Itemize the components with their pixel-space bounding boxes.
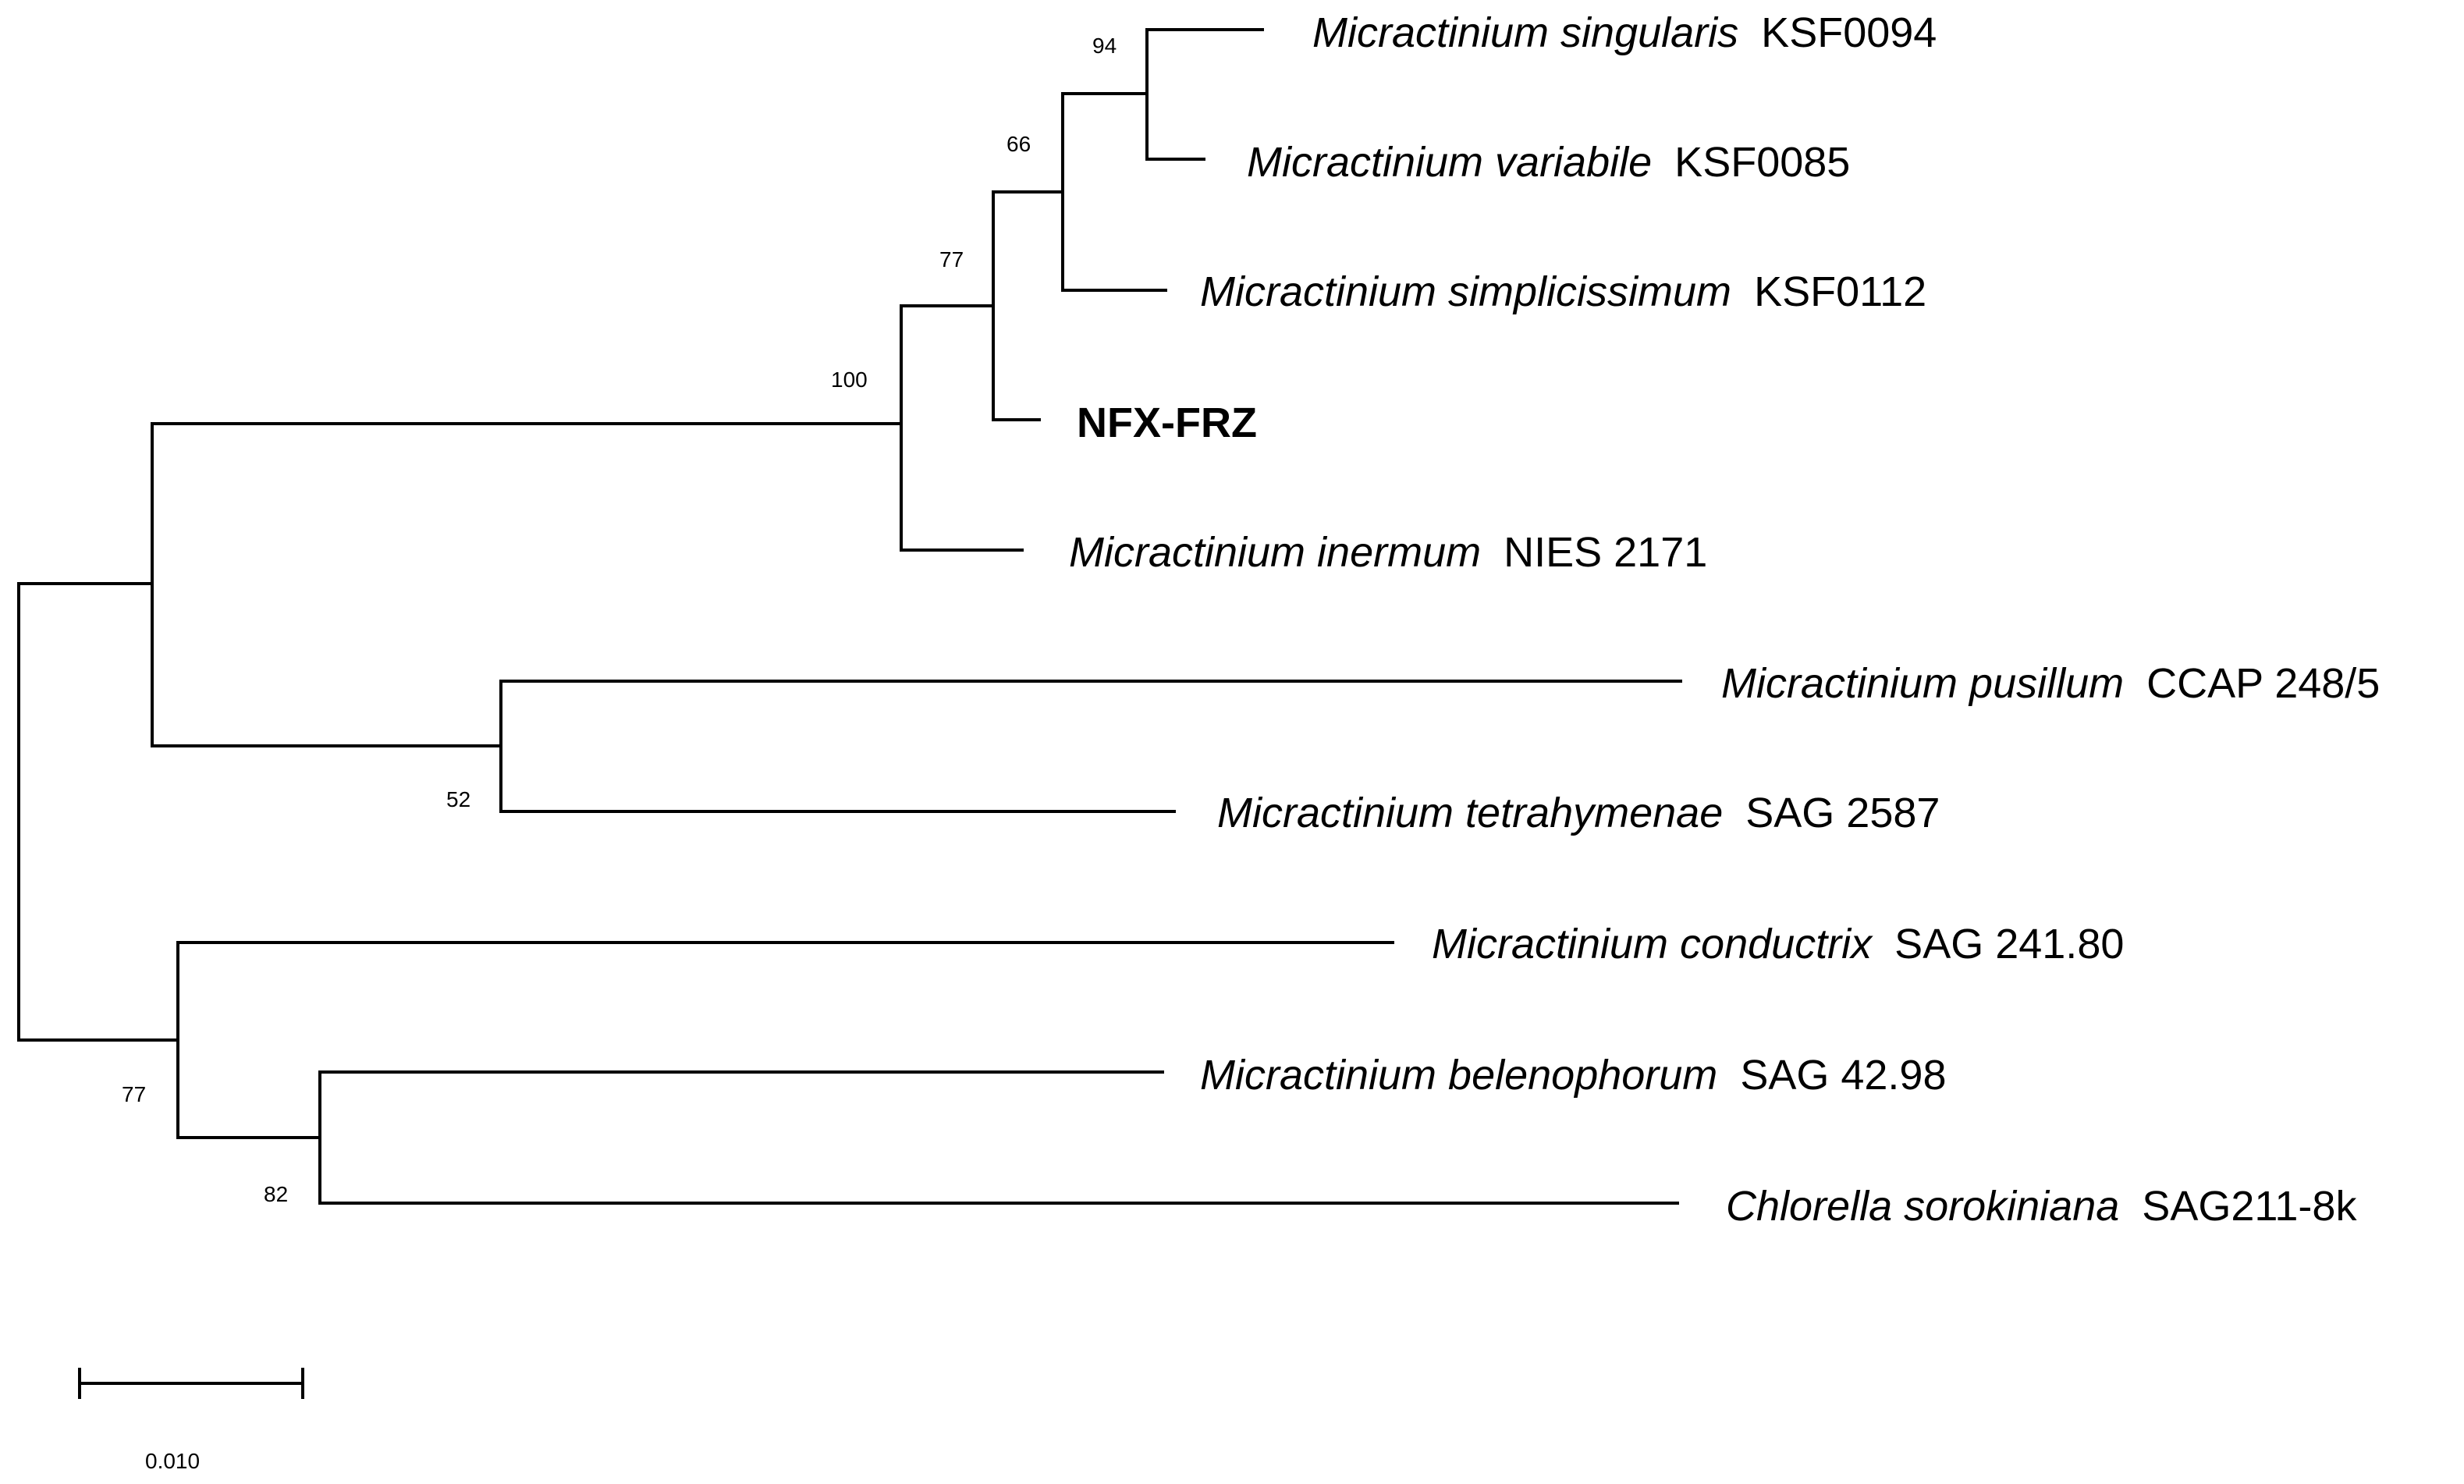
support-value: 77 — [939, 247, 964, 272]
strain-id: NFX-FRZ — [1077, 399, 1257, 446]
support-value: 66 — [1007, 132, 1031, 156]
strain-id: KSF0112 — [1754, 268, 1926, 315]
species-name: Micractinium tetrahymenae — [1217, 790, 1723, 836]
taxon-label: Chlorella sorokiniana SAG211-8k — [1726, 1183, 2357, 1230]
strain-id: SAG 241.80 — [1894, 921, 2124, 967]
species-name: Micractinium belenophorum — [1200, 1052, 1717, 1099]
taxon-label: Micractinium tetrahymenae SAG 2587 — [1217, 790, 1940, 836]
strain-id: CCAP 248/5 — [2146, 660, 2380, 707]
support-value: 100 — [831, 367, 868, 392]
support-value: 94 — [1092, 34, 1117, 58]
species-name: Micractinium variabile — [1247, 139, 1652, 186]
strain-id: SAG 42.98 — [1740, 1052, 1946, 1099]
taxon-label: Micractinium conductrix SAG 241.80 — [1432, 921, 2124, 967]
support-value: 52 — [446, 787, 470, 811]
strain-id: KSF0094 — [1761, 9, 1937, 56]
species-name: Micractinium singularis — [1312, 9, 1738, 56]
species-name: Micractinium inermum — [1069, 529, 1481, 576]
taxon-label: Micractinium pusillum CCAP 248/5 — [1721, 660, 2380, 707]
species-name: Micractinium conductrix — [1432, 921, 1873, 967]
support-value: 82 — [264, 1182, 288, 1206]
taxon-label: Micractinium inermum NIES 2171 — [1069, 529, 1707, 576]
strain-id: KSF0085 — [1674, 139, 1850, 186]
strain-id: SAG211-8k — [2142, 1183, 2357, 1230]
support-value: 77 — [122, 1082, 146, 1106]
taxon-label: Micractinium singularis KSF0094 — [1312, 9, 1937, 56]
tree-branches — [17, 28, 1682, 1205]
strain-id: NIES 2171 — [1504, 529, 1707, 576]
scale-bar: 0.010 — [78, 1368, 304, 1473]
taxon-label: Micractinium belenophorum SAG 42.98 — [1200, 1052, 1947, 1099]
species-name: Micractinium simplicissimum — [1200, 268, 1731, 315]
taxon-labels: Micractinium singularis KSF0094 Micracti… — [1069, 9, 2380, 1230]
species-name: Micractinium pusillum — [1721, 660, 2124, 707]
taxon-label: Micractinium variabile KSF0085 — [1247, 139, 1850, 186]
scale-bar-label: 0.010 — [145, 1449, 200, 1473]
support-values: 94 66 77 100 52 77 82 — [122, 34, 1117, 1206]
taxon-label: Micractinium simplicissimum KSF0112 — [1200, 268, 1926, 315]
species-name: Chlorella sorokiniana — [1726, 1183, 2119, 1230]
strain-id: SAG 2587 — [1745, 790, 1940, 836]
taxon-label-highlighted: NFX-FRZ — [1077, 399, 1257, 446]
